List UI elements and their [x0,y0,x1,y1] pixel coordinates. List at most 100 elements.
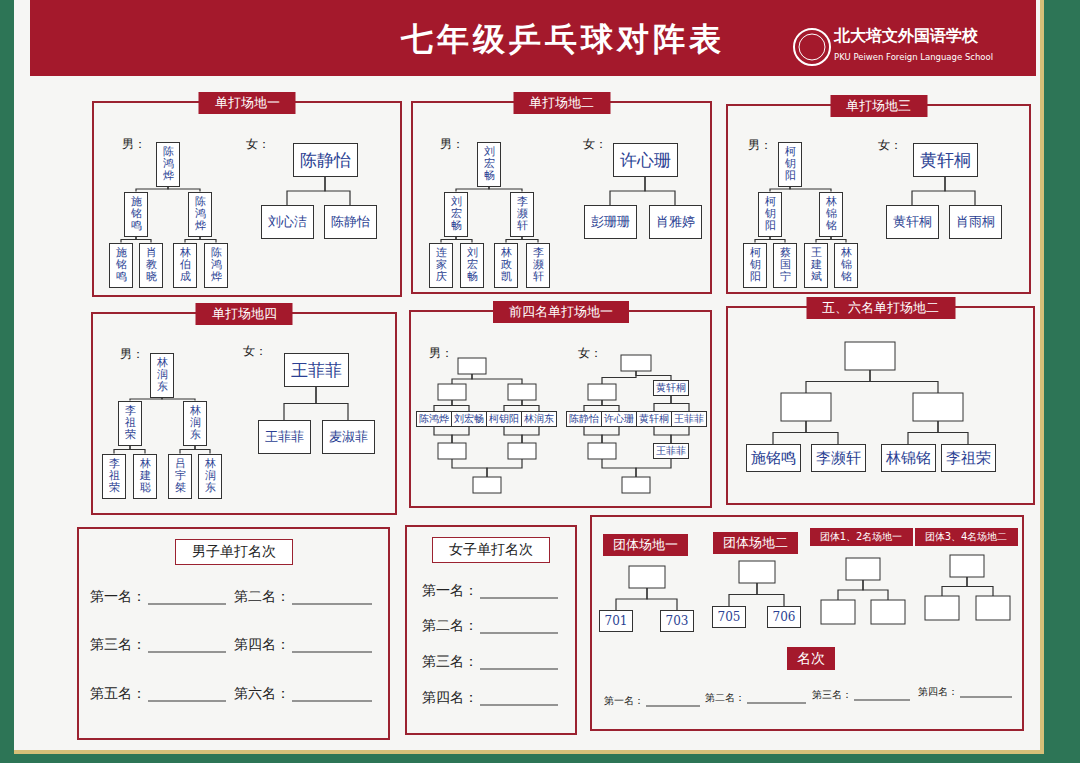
empty-slot [950,555,984,577]
player-name: 肖教晓 [146,247,157,283]
player-box: 林锦铭 [819,192,843,237]
blank-line [292,604,372,605]
logo-ring [794,29,830,65]
player-name: 李濒轩 [816,449,861,467]
bracket-box: 黄轩桐 [653,380,689,396]
label-text: 女： [243,343,267,360]
player-name: 连家庆 [436,247,447,283]
red-tab: 团体3、4名场地二 [915,528,1018,546]
blank-line [747,703,806,704]
player-name: 705 [718,610,741,624]
court-panel: 单打场地四林润东李祖荣林润东李祖荣林建聪吕宇桀林润东王菲菲王菲菲麦淑菲 [91,312,397,515]
player-box: 吕宇桀 [168,454,192,499]
bracket-connector [671,427,689,443]
bracket-connector [180,446,195,454]
bracket-line [452,459,487,477]
court-panel: 单打场地三柯钥阳柯钥阳林锦铭柯钥阳蔡国宁王建斌林锦铭黄轩桐黄轩桐肖雨桐 [726,104,1031,294]
label-text: 男： [122,136,146,153]
label-text: 第一名： [422,582,478,600]
bracket-line [967,577,993,596]
blank-line [854,700,910,701]
player-box: 肖教晓 [139,243,163,288]
label-text: 女： [578,345,602,362]
player-box: 刘宏畅 [477,142,501,187]
player-box: 柯钥阳 [778,142,802,187]
empty-slot [508,384,536,400]
blank-line [292,701,372,702]
bracket-box: 706 [767,606,801,628]
bracket-line [584,400,602,411]
red-tab: 团体场地一 [603,534,688,556]
player-box: 柯钥阳 [743,243,767,288]
empty-slot [438,443,466,459]
bracket-line [616,588,647,610]
panel-heading: 单打场地一 [199,92,296,114]
bracket-line [434,400,452,411]
empty-slot [871,600,905,624]
player-box: 林政凯 [494,243,518,288]
panel-heading: 单打场地四 [196,303,293,325]
empty-slot [588,384,616,400]
bracket-line [472,374,522,384]
bracket-line [584,427,602,443]
blank-line [480,633,558,634]
empty-slot [622,477,650,493]
bracket-box: 肖雨桐 [949,205,1002,239]
label-text: 女： [878,137,902,154]
empty-slot [925,596,959,620]
player-box: 施铭鸣 [109,243,133,288]
court-panel: 前四名单打场地一陈鸿烨刘宏畅柯钥阳林润东黄轩桐陈静怡许心珊黄轩桐王菲菲王菲菲 [409,310,712,508]
empty-slot [438,384,466,400]
panel-heading: 男子单打名次 [175,539,293,565]
bracket-box: 李濒轩 [811,444,866,472]
tab-text: 团体1、2名场地一 [820,531,903,543]
player-name: 施铭鸣 [751,449,796,467]
empty-slot [976,596,1010,620]
blank-lines [148,598,1012,706]
blank-line [480,669,558,670]
bracket-line [757,583,784,606]
blank-line [292,652,372,653]
player-name: 林伯成 [180,247,191,283]
player-box: 林锦铭 [834,243,858,288]
panel-heading: 女子单打名次 [432,537,550,563]
player-box: 施铭鸣 [124,192,148,237]
red-tab: 团体场地二 [713,532,798,554]
player-name: 陈鸿烨 [195,196,206,232]
player-name: 林润东 [190,405,201,441]
panel-heading: 单打场地二 [513,92,610,114]
bracket-line [602,427,619,443]
bracket-connector [945,177,975,205]
bracket-connector [912,177,945,205]
court-panel: 五、六名单打场地二施铭鸣李濒轩林锦铭李祖荣 [726,306,1035,505]
player-name: 林润东 [524,413,554,424]
player-box: 李濒轩 [510,192,534,237]
player-box: 林润东 [150,353,174,398]
label-text: PKU Peiwen Foreign Language School [834,52,993,62]
player-box: 陈鸿烨 [204,243,228,288]
player-name: 黄轩桐 [893,214,932,230]
player-name: 蔡国宁 [780,247,791,283]
title-holder: 七年级乒乓球对阵表 [401,18,725,62]
bracket-line [522,400,539,411]
player-name: 肖雅婷 [656,214,695,230]
player-name: 王菲菲 [291,360,342,380]
empty-slot [588,443,616,459]
bracket-line [452,400,469,411]
bracket-box: 柯钥阳 [486,411,522,427]
bracket-box: 肖雅婷 [649,205,702,239]
player-box: 李祖荣 [118,401,142,446]
label-text: 北大培文外国语学校 [834,26,978,47]
bracket-line [863,580,888,600]
bracket-line [452,374,472,384]
bracket-line [434,427,452,443]
player-name: 彭珊珊 [591,214,630,230]
label-text: 第四名： [234,636,290,654]
bracket-connector [654,396,671,411]
bracket-box: 王菲菲 [671,411,707,427]
label-text: 第四名： [422,689,478,707]
bracket-box: 705 [712,606,746,628]
bracket-box: 王菲菲 [653,443,689,459]
player-name: 施铭鸣 [116,247,127,283]
